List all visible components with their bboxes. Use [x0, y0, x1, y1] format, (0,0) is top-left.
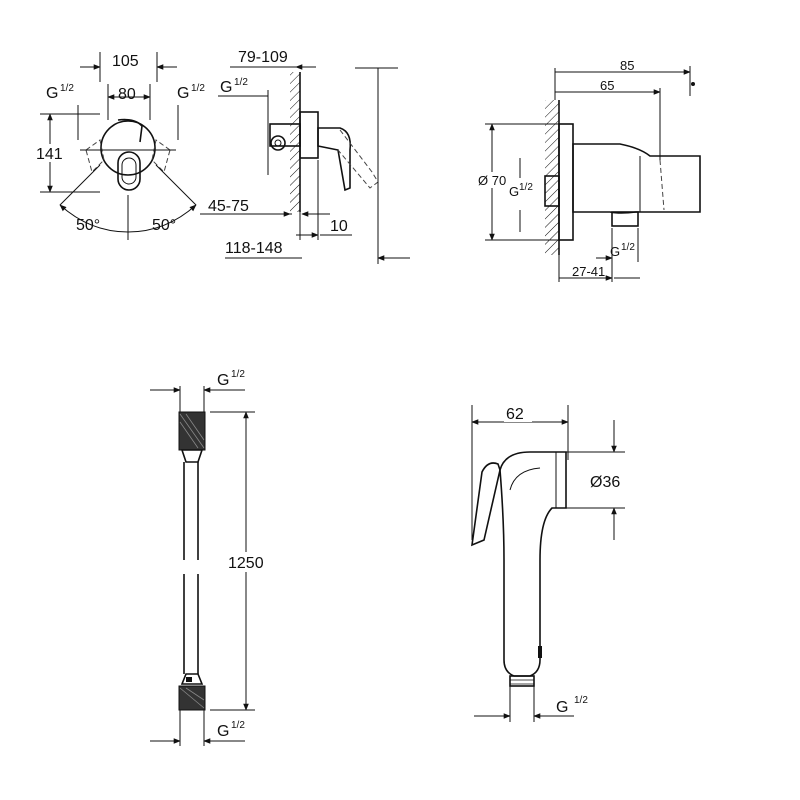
elbow-outlet-thread: G: [610, 244, 620, 259]
hose-view: G 1/2 1250 G 1/2: [150, 369, 268, 746]
dim-width-outer: 105: [112, 53, 139, 70]
dim-shower-diameter: Ø36: [590, 474, 620, 491]
side-thread-label: G: [220, 79, 232, 96]
elbow-inlet-thread: G: [509, 184, 519, 199]
shower-thread-frac: 1/2: [574, 695, 588, 706]
mixer-side-view: 79-109 G 1/2 45-75 10 118-148: [200, 49, 410, 264]
dim-wall-range: 45-75: [208, 198, 249, 215]
wall-elbow-view: 85 65 Ø 70 G 1/2 G 1/2 27-41: [478, 58, 701, 282]
hand-shower-view: 62 Ø36 G 1/2: [471, 402, 625, 722]
dim-offset: 10: [330, 218, 348, 235]
dim-length-body: 65: [600, 78, 614, 93]
dim-total-range: 118-148: [225, 240, 283, 257]
thread-left-frac: 1/2: [60, 83, 74, 94]
dim-diameter: Ø 70: [478, 173, 506, 188]
dim-depth-range: 79-109: [238, 49, 288, 66]
hose-thread-top: G: [217, 372, 229, 389]
angle-right: 50°: [152, 217, 176, 234]
dim-hose-length: 1250: [228, 555, 264, 572]
elbow-outlet-frac: 1/2: [621, 242, 635, 253]
hose-thread-top-frac: 1/2: [231, 369, 245, 380]
thread-right-frac: 1/2: [191, 83, 205, 94]
dim-shower-length: 62: [506, 406, 524, 423]
angle-left: 50°: [76, 217, 100, 234]
dim-width-inner: 80: [118, 86, 136, 103]
mixer-front-view: 105 80 G 1/2 G 1/2 141 50°: [36, 52, 205, 240]
elbow-inlet-frac: 1/2: [519, 182, 533, 193]
dim-length-total: 85: [620, 58, 634, 73]
dim-inlet-range: 27-41: [572, 264, 605, 279]
dim-height: 141: [36, 146, 63, 163]
hose-thread-bottom: G: [217, 723, 229, 740]
thread-right-label: G: [177, 85, 189, 102]
side-thread-frac: 1/2: [234, 77, 248, 88]
shower-thread: G: [556, 699, 568, 716]
hose-thread-bottom-frac: 1/2: [231, 720, 245, 731]
thread-left-label: G: [46, 85, 58, 102]
